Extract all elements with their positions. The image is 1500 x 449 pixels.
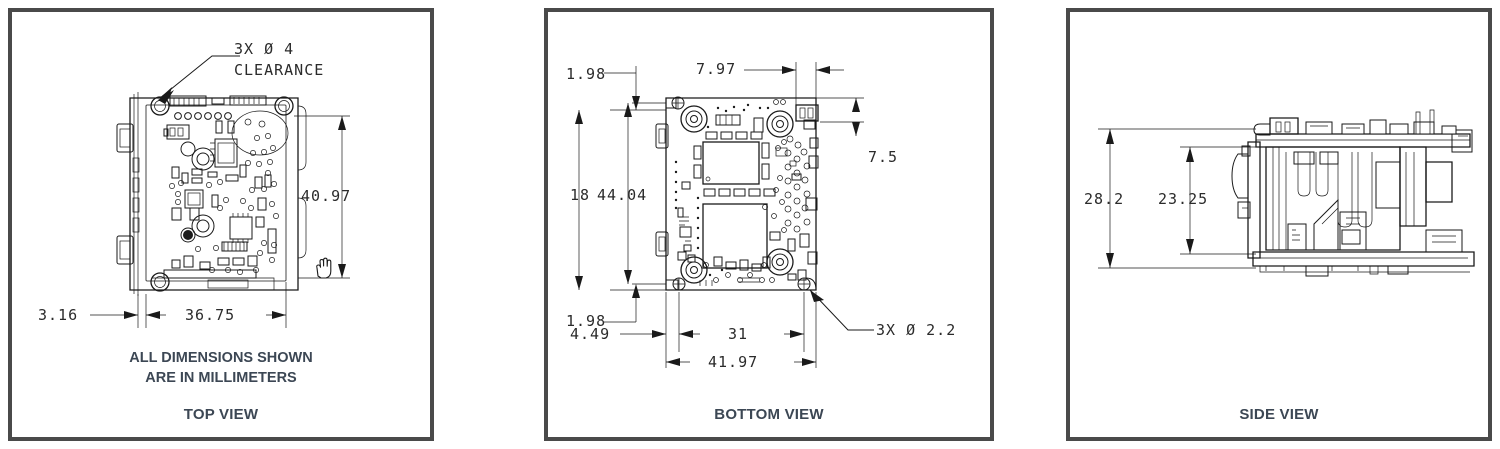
clearance-callout-line1: 3X Ø 4 [234, 40, 295, 58]
dim-top-inset-label: 1.98 [566, 65, 607, 83]
dim-28-2 [1098, 128, 1256, 269]
dim-7-5 [816, 97, 864, 136]
connector-top-right [795, 104, 819, 122]
mounting-holes [671, 96, 811, 291]
pcb-bottom-face [655, 96, 819, 291]
panel-top-view: 3X Ø 4 CLEARANCE 40.97 3.16 36.75 ALL DI… [8, 8, 434, 441]
dim-1-98-bottom [604, 283, 666, 323]
dim-hole-span-vertical-label: 18 [570, 186, 591, 204]
dim-offset-left-label: 3.16 [38, 306, 79, 324]
dim-connector-offset-label: 7.97 [696, 60, 737, 78]
units-note: ALL DIMENSIONS SHOWN ARE IN MILLIMETERS [12, 348, 430, 388]
dim-height-overall-label: 28.2 [1084, 190, 1125, 208]
dim-height-overall-label: 40.97 [301, 187, 352, 205]
bottom-plate [152, 269, 275, 291]
assembly-side-profile [1231, 109, 1475, 277]
view-label-top: TOP VIEW [183, 406, 259, 423]
dim-4-49 [620, 292, 680, 368]
dim-7-97 [744, 62, 844, 105]
dim-height-body-label: 23.25 [1158, 190, 1209, 208]
side-view-drawing [1098, 109, 1475, 277]
dim-1-98-top [604, 66, 666, 111]
panel-bottom-view: 1.98 1.98 18 44.04 7.97 7.5 4.49 31 41.9… [544, 8, 994, 441]
dim-18 [575, 110, 583, 290]
dim-edge-offset-right-label: 7.5 [868, 148, 899, 166]
panel-side-view: 28.2 23.25 SIDE VIEW [1066, 8, 1492, 441]
bottom-view-drawing [575, 62, 874, 368]
hole-callout-label: 3X Ø 2.2 [876, 321, 957, 339]
dim-width-overall-label: 41.97 [708, 353, 759, 371]
left-bracket [116, 123, 140, 265]
clearance-leader [158, 55, 240, 104]
view-label-side: SIDE VIEW [1239, 406, 1319, 423]
dim-31 [679, 292, 805, 352]
units-note-line2: ARE IN MILLIMETERS [145, 370, 297, 386]
dim-3-16 [90, 294, 147, 328]
units-note-line1: ALL DIMENSIONS SHOWN [129, 350, 313, 366]
dim-hole-span-horizontal-label: 31 [728, 325, 749, 343]
dim-height-overall-label: 44.04 [597, 186, 648, 204]
dim-offset-left-label: 4.49 [570, 325, 611, 343]
top-view-drawing [90, 55, 350, 328]
dim-bottom-inset-label: 1.98 [566, 312, 607, 330]
dim-36-75 [146, 282, 287, 328]
clearance-callout-line2: CLEARANCE [234, 61, 325, 79]
dim-width-board-label: 36.75 [185, 306, 236, 324]
dim-41-97 [666, 292, 817, 368]
dim-23-25 [1180, 146, 1256, 255]
view-label-bottom: BOTTOM VIEW [714, 406, 824, 423]
hand-cursor[interactable] [312, 255, 334, 281]
dim-44-04 [624, 103, 632, 284]
hole-callout-leader [809, 289, 874, 331]
pcb-top-face [145, 95, 294, 292]
edge-connectors [655, 123, 669, 257]
